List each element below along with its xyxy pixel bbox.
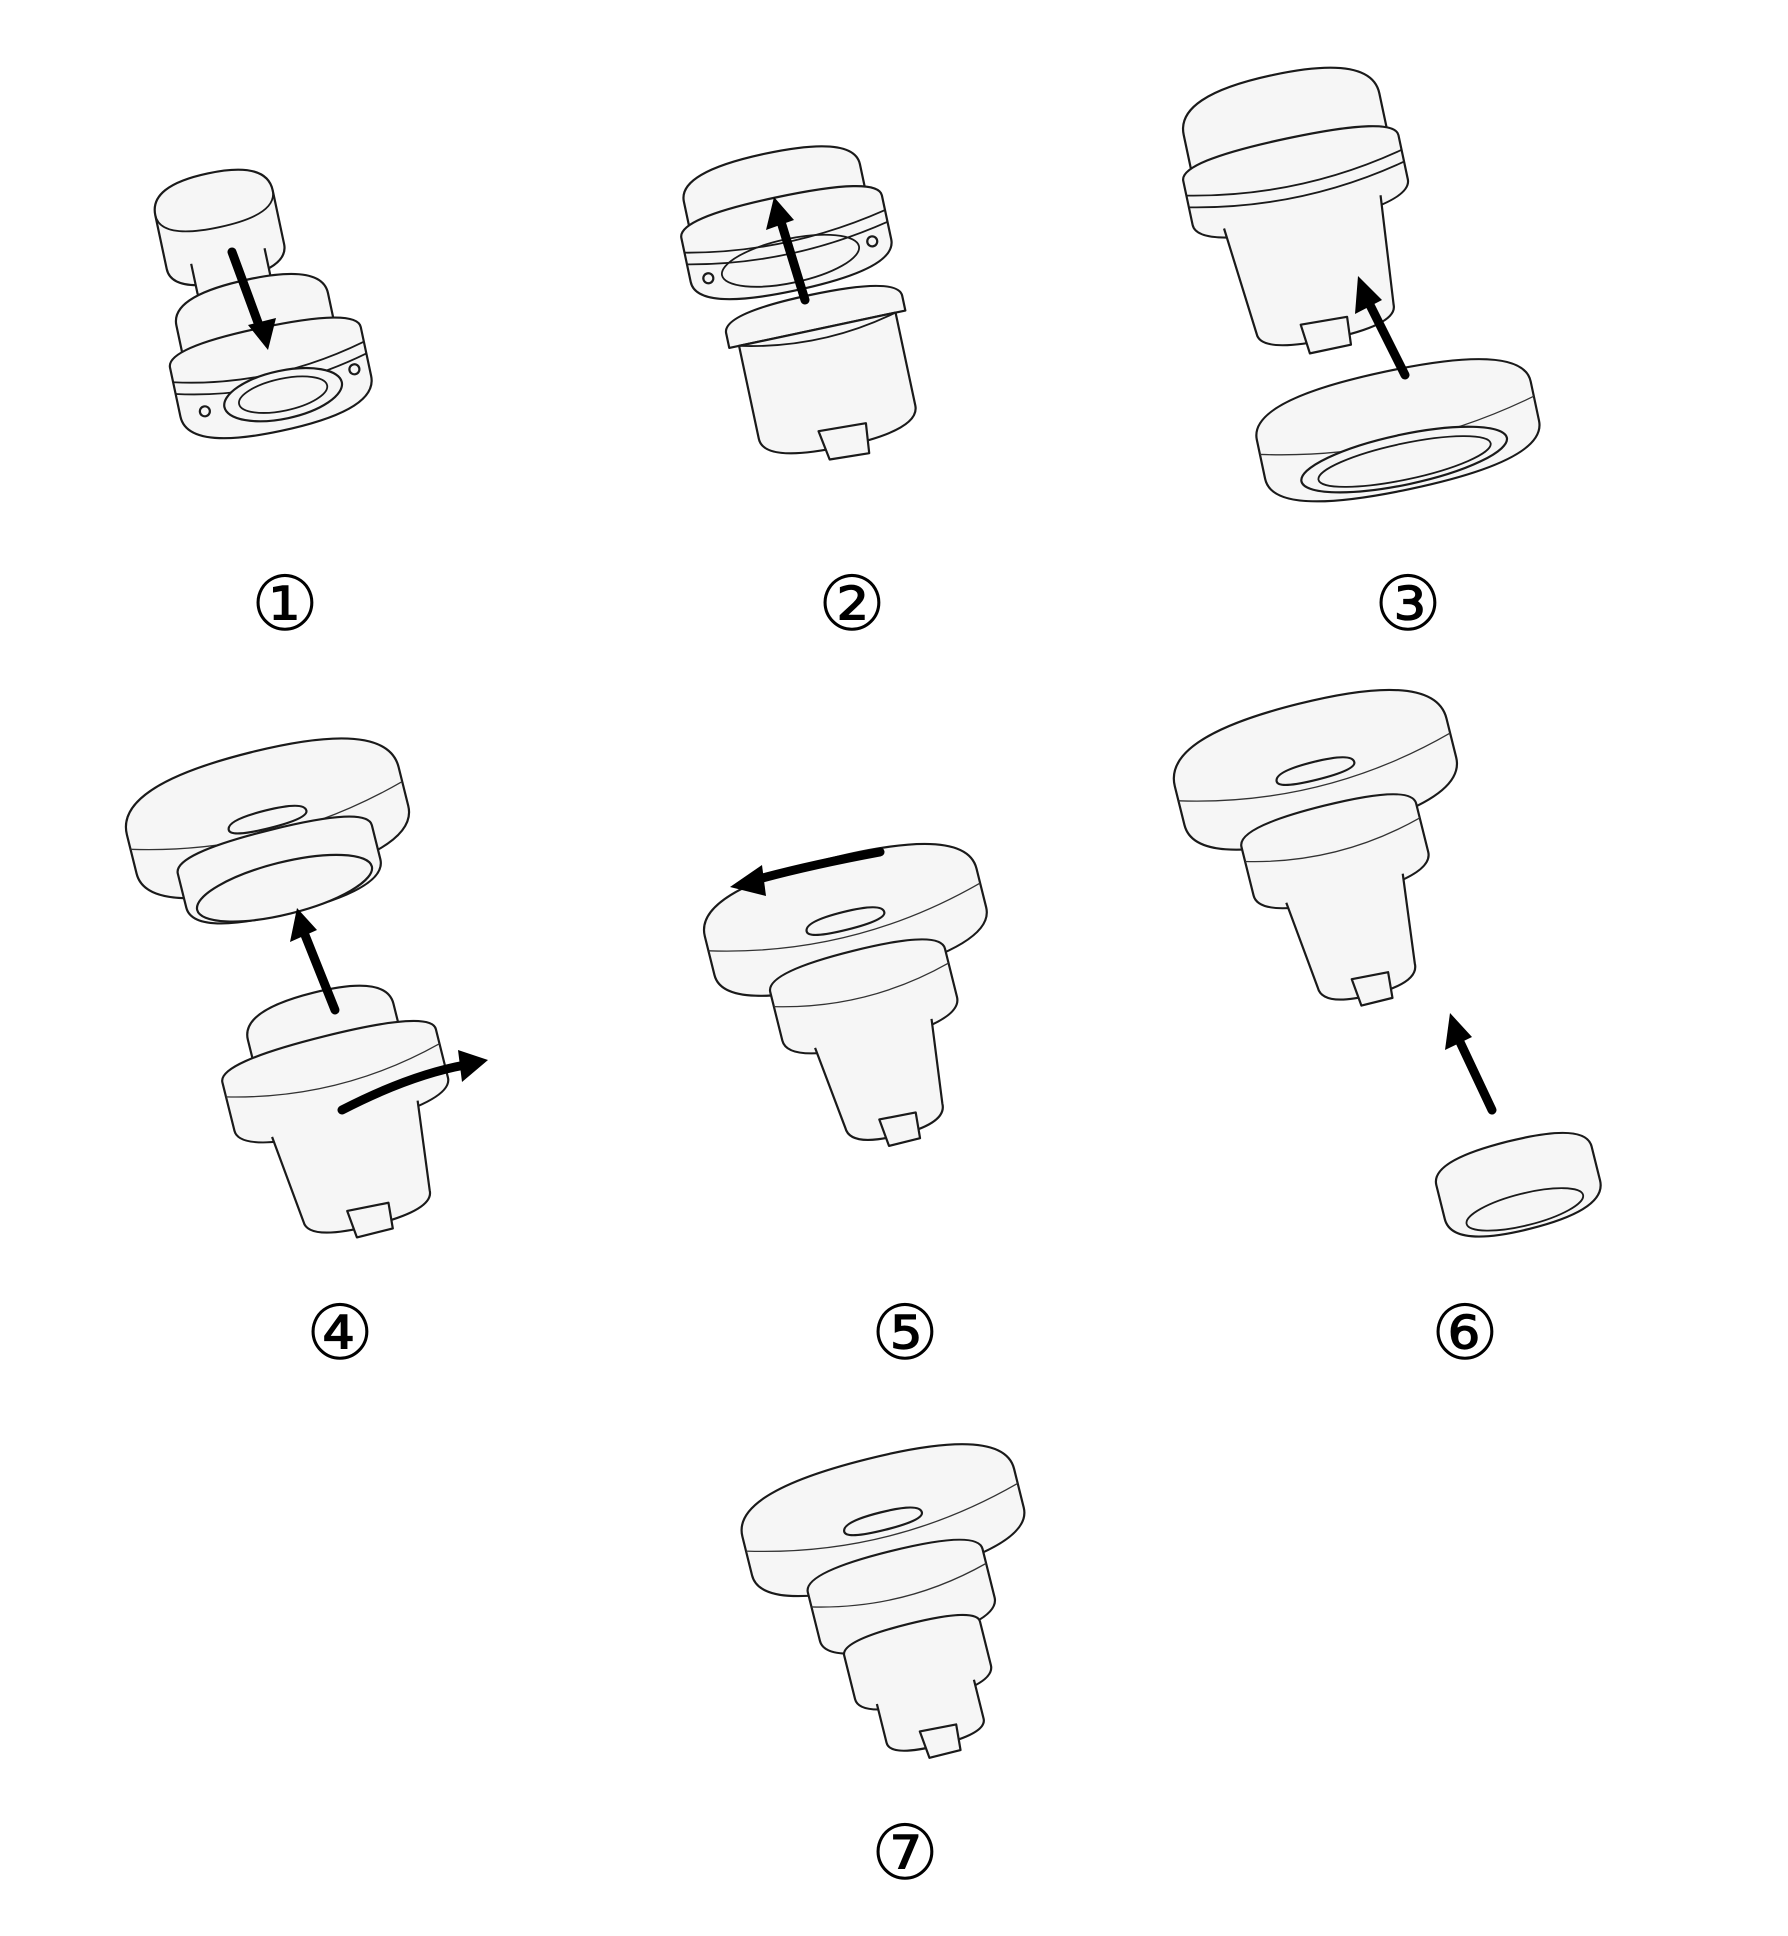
threaded-body (1181, 66, 1409, 355)
step-5-arrow (730, 847, 885, 896)
step-2-label: ② (817, 559, 887, 648)
step-7-label: ⑦ (870, 1808, 940, 1897)
step-3 (1180, 50, 1541, 510)
stepped-body (725, 284, 917, 461)
end-cap (1434, 1131, 1602, 1238)
step-2 (670, 140, 980, 480)
step-4-arrows (290, 908, 488, 1115)
step-7-illustration (740, 1443, 1026, 1759)
step-7 (740, 1430, 1060, 1790)
final-assembly (740, 1443, 1026, 1759)
step-3-label: ③ (1373, 559, 1443, 648)
step-4-illustration (124, 737, 450, 1239)
step-3-illustration (1181, 66, 1541, 503)
step-4 (120, 720, 520, 1280)
knurled-flange (124, 737, 411, 925)
step-6-arrow (1445, 1013, 1497, 1115)
assembled-unit (702, 842, 988, 1148)
step-6-illustration (1172, 688, 1602, 1238)
step-5 (700, 830, 1020, 1190)
step-1 (130, 160, 430, 480)
step-1-label: ① (250, 559, 320, 648)
assembled-unit (1172, 688, 1459, 1007)
step-2-arrow (766, 197, 810, 305)
step-6-label: ⑥ (1430, 1288, 1500, 1377)
step-3-arrow (1355, 276, 1410, 380)
knurled-ring (1255, 358, 1541, 503)
step-4-label: ④ (305, 1288, 375, 1377)
step-6 (1172, 670, 1640, 1270)
step-1-arrow (227, 247, 276, 350)
body-with-knurled-ring (221, 984, 450, 1239)
step-5-label: ⑤ (870, 1288, 940, 1377)
step-5-illustration (702, 842, 988, 1148)
